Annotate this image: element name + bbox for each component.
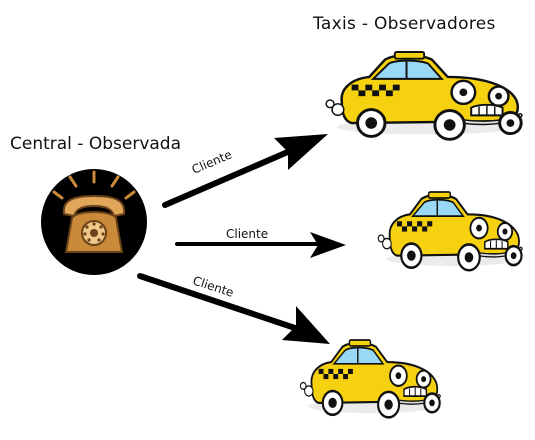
central-title: Central - Observada [10, 134, 182, 154]
taxi-icon [378, 192, 521, 270]
arrow-label: Cliente [190, 147, 234, 176]
arrow-bottom: Cliente [137, 273, 330, 344]
taxi-icon [326, 52, 521, 139]
observers-title: Taxis - Observadores [313, 14, 496, 34]
arrow-label: Cliente [226, 227, 268, 241]
arrow-top: Cliente [162, 134, 328, 208]
taxi-icon [300, 340, 439, 417]
telephone-icon [41, 169, 147, 275]
arrow-middle: Cliente [175, 227, 346, 258]
